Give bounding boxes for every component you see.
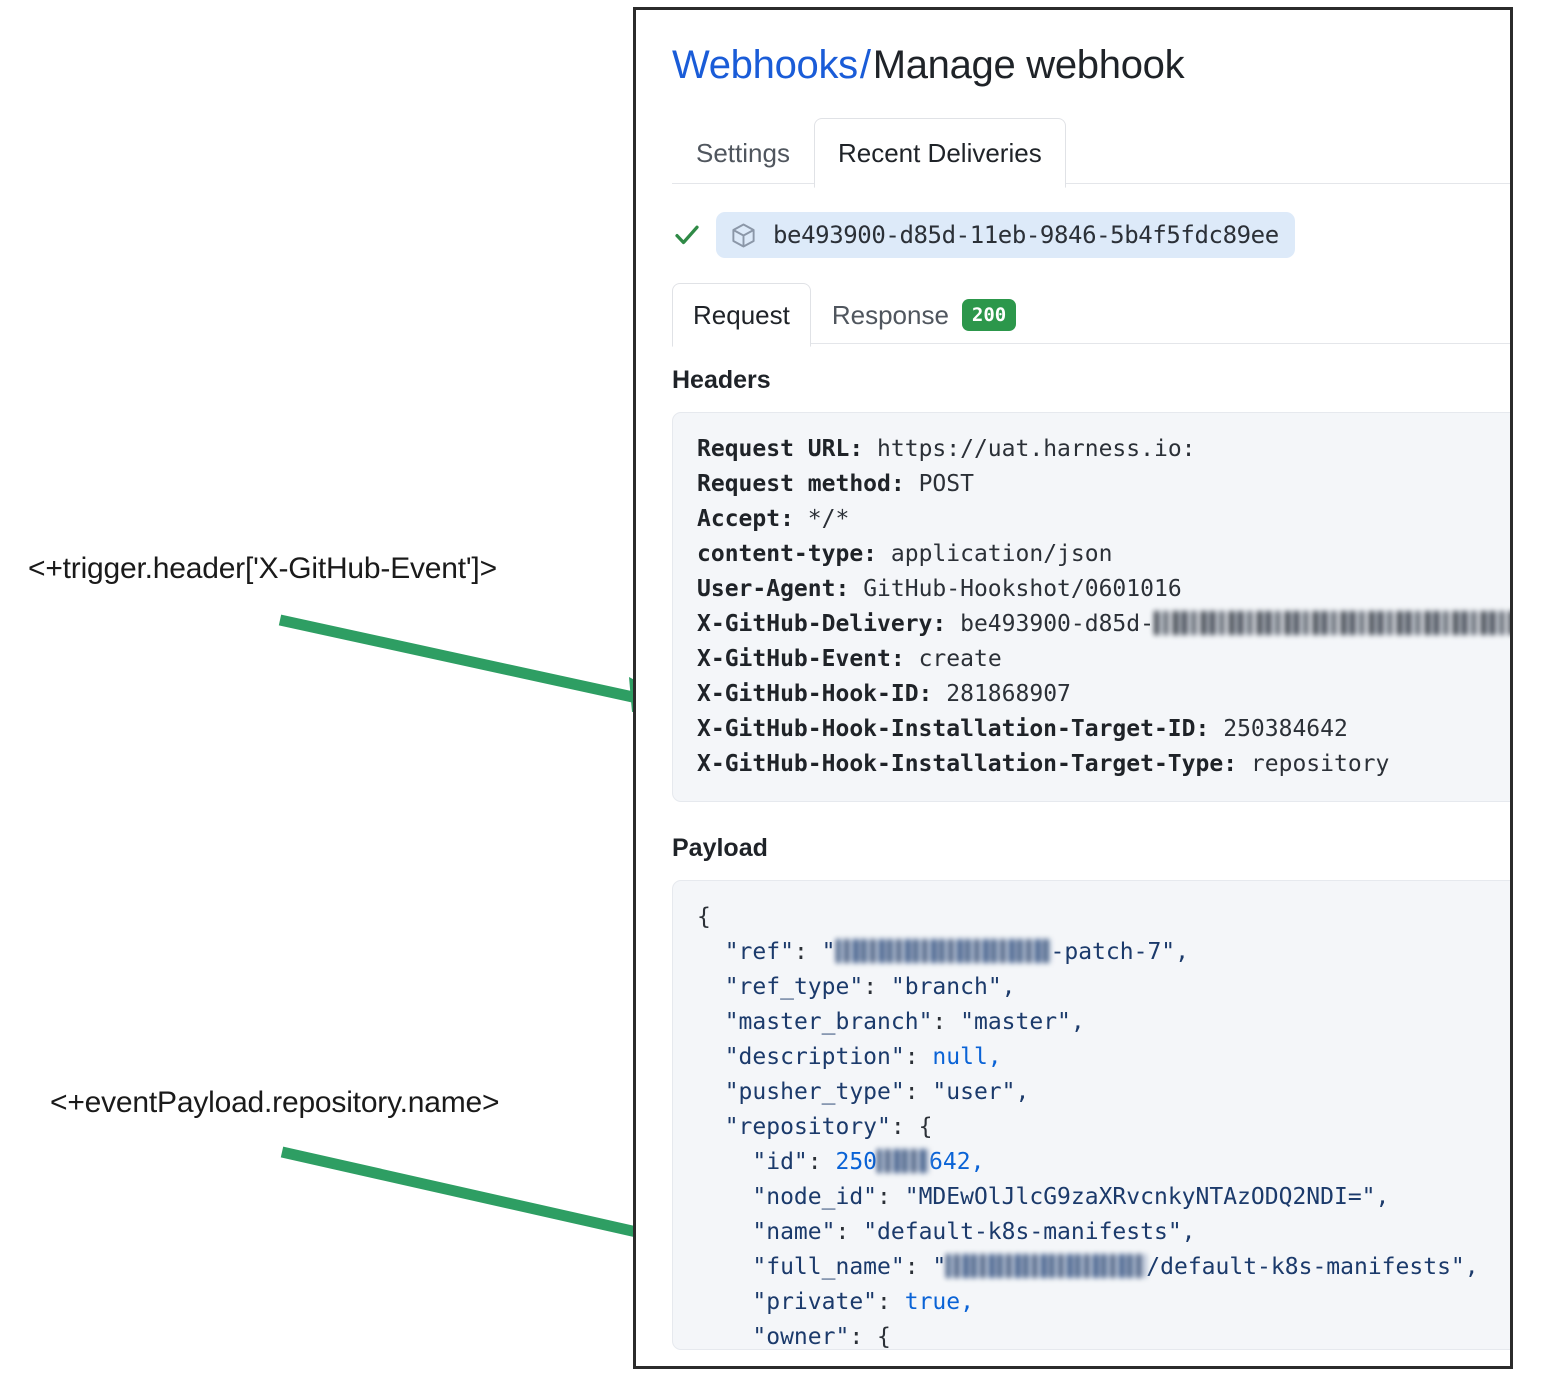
payload-value-pusher-type: "user", (932, 1079, 1030, 1105)
annotation-label-event-payload: <+eventPayload.repository.name> (50, 1086, 500, 1119)
breadcrumb-separator: / (859, 43, 871, 87)
payload-code-box: { "ref": "-patch-7", "ref_type": "branch… (672, 880, 1510, 1350)
header-key-x-github-delivery: X-GitHub-Delivery: (697, 611, 947, 637)
delivery-chip[interactable]: be493900-d85d-11eb-9846-5b4f5fdc89ee (716, 212, 1295, 258)
subtab-request[interactable]: Request (672, 282, 811, 347)
payload-value-id-prefix: 250 (835, 1149, 878, 1175)
payload-key-name: "name" (752, 1219, 836, 1245)
payload-open-brace: { (697, 904, 711, 930)
header-key-hook-installation-target-type: X-GitHub-Hook-Installation-Target-Type: (697, 751, 1238, 777)
payload-key-id: "id" (752, 1149, 808, 1175)
tab-settings[interactable]: Settings (696, 138, 790, 168)
header-key-accept: Accept: (697, 506, 794, 532)
payload-key-ref: "ref" (724, 939, 794, 965)
request-response-tabbar: Request Response 200 (672, 282, 1510, 347)
tab-recent-deliveries[interactable]: Recent Deliveries (813, 118, 1066, 188)
payload-value-full-name-suffix: /default-k8s-manifests", (1146, 1254, 1479, 1280)
redacted-delivery-suffix (1153, 611, 1510, 635)
payload-value-name: "default-k8s-manifests", (863, 1219, 1196, 1245)
redacted-repo-id (877, 1149, 930, 1173)
payload-key-description: "description" (724, 1044, 905, 1070)
subtab-response[interactable]: Response 200 (811, 282, 1037, 347)
annotation-arrow-trigger-header (278, 614, 685, 712)
payload-value-description: null, (932, 1044, 1002, 1070)
status-badge: 200 (961, 299, 1017, 331)
webhook-tabbar: Settings Recent Deliveries (672, 118, 1510, 188)
payload-key-node-id: "node_id" (752, 1184, 878, 1210)
payload-key-owner: "owner" (752, 1324, 850, 1350)
payload-key-private: "private" (752, 1289, 878, 1315)
header-value-hook-installation-target-type: repository (1250, 751, 1390, 777)
header-value-x-github-hook-id: 281868907 (946, 681, 1071, 707)
delivery-guid: be493900-d85d-11eb-9846-5b4f5fdc89ee (773, 221, 1279, 249)
header-value-hook-installation-target-id: 250384642 (1223, 716, 1348, 742)
header-key-x-github-hook-id: X-GitHub-Hook-ID: (697, 681, 933, 707)
payload-heading: Payload (672, 834, 768, 862)
payload-value-id-suffix: 642, (929, 1149, 985, 1175)
payload-value-full-name-prefix: " (932, 1254, 947, 1280)
payload-key-full-name: "full_name" (752, 1254, 905, 1280)
header-key-user-agent: User-Agent: (697, 576, 850, 602)
annotation-label-trigger-header: <+trigger.header['X-GitHub-Event']> (28, 552, 497, 585)
redacted-full-name-owner (946, 1254, 1147, 1278)
header-key-request-url: Request URL: (697, 436, 864, 462)
header-value-request-method: POST (918, 471, 974, 497)
payload-value-repository: { (918, 1114, 933, 1140)
header-key-hook-installation-target-id: X-GitHub-Hook-Installation-Target-ID: (697, 716, 1210, 742)
header-key-content-type: content-type: (697, 541, 878, 567)
header-key-x-github-event: X-GitHub-Event: (697, 646, 905, 672)
payload-value-owner: { (877, 1324, 891, 1350)
payload-value-ref-type: "branch", (890, 974, 1016, 1000)
header-value-content-type: application/json (890, 541, 1113, 567)
subtab-response-label: Response (831, 299, 949, 330)
headers-code-box: Request URL: https://uat.harness.io: Req… (672, 412, 1510, 802)
page-title: Webhooks/Manage webhook (672, 43, 1510, 88)
header-value-accept: */* (807, 506, 850, 532)
breadcrumb-current: Manage webhook (872, 43, 1185, 87)
cube-icon (732, 223, 755, 247)
redacted-ref-username (835, 939, 1051, 963)
payload-value-ref-suffix: -patch-7", (1050, 939, 1189, 965)
payload-key-pusher-type: "pusher_type" (724, 1079, 905, 1105)
webhook-delivery-card: Webhooks/Manage webhook Settings Recent D… (633, 7, 1513, 1369)
header-value-request-url: https://uat.harness.io: (877, 436, 1196, 462)
breadcrumb-link-webhooks[interactable]: Webhooks (672, 43, 858, 87)
header-value-x-github-delivery: be493900-d85d- (960, 611, 1154, 637)
payload-key-ref-type: "ref_type" (724, 974, 864, 1000)
payload-value-ref-prefix: " (821, 939, 836, 965)
delivery-row: be493900-d85d-11eb-9846-5b4f5fdc89ee (672, 212, 1510, 258)
payload-value-node-id: "MDEwOlJlcG9zaXRvcnkyNTAzODQ2NDI=", (904, 1184, 1390, 1210)
check-icon (675, 225, 699, 245)
header-value-x-github-event: create (918, 646, 1002, 672)
payload-value-master-branch: "master", (960, 1009, 1085, 1035)
payload-value-private: true, (904, 1289, 974, 1315)
header-key-request-method: Request method: (697, 471, 905, 497)
payload-key-master-branch: "master_branch" (724, 1009, 933, 1035)
payload-key-repository: "repository" (724, 1114, 891, 1140)
headers-heading: Headers (672, 366, 771, 394)
header-value-user-agent: GitHub-Hookshot/0601016 (863, 576, 1182, 602)
